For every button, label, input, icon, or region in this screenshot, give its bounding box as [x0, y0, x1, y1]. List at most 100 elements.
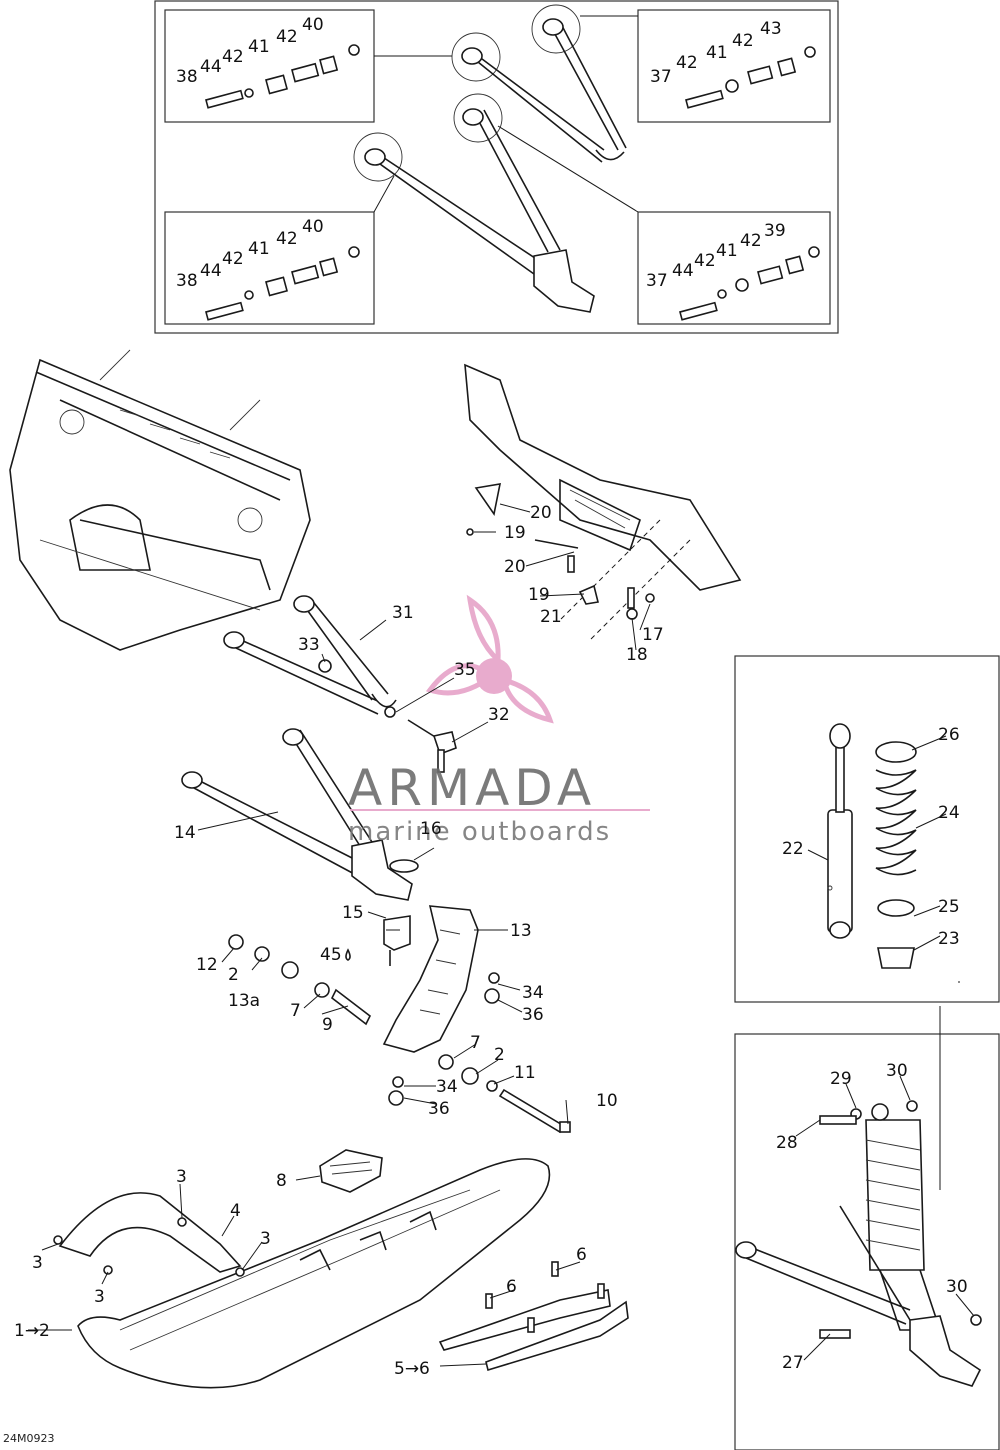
- callout-42: 42: [732, 31, 754, 51]
- shock-absorber: [827, 723, 853, 939]
- callout-6: 6: [506, 1277, 517, 1297]
- lower-a-arm-panel: [353, 93, 595, 313]
- callout-41: 41: [716, 241, 738, 261]
- callout-10: 10: [596, 1091, 618, 1111]
- callout-27: 27: [782, 1353, 804, 1373]
- callout-40: 40: [302, 217, 324, 237]
- callout-26: 26: [938, 725, 960, 745]
- callout-33: 33: [298, 635, 320, 655]
- callout-labels: 38 44 42 41 42 40 37 42 41 42 43 38 44 4…: [14, 15, 968, 1379]
- callout-25: 25: [938, 897, 960, 917]
- callout-18: 18: [626, 645, 648, 665]
- callout-42: 42: [276, 27, 298, 47]
- callout-28: 28: [776, 1133, 798, 1153]
- steering-bracket: [464, 363, 742, 641]
- callout-9: 9: [322, 1015, 333, 1035]
- spindle-hardware: [228, 934, 571, 1134]
- upper-a-arm-panel: [451, 4, 627, 163]
- callout-21: 21: [540, 607, 562, 627]
- callout-42: 42: [276, 229, 298, 249]
- steering-hardware: [466, 483, 655, 620]
- callout-37: 37: [646, 271, 668, 291]
- shock-assembled: [735, 1100, 982, 1387]
- bushing-hardware-row-bottom-right: [679, 246, 820, 321]
- callout-5-to-6: 5→6: [394, 1359, 430, 1379]
- callout-39: 39: [764, 221, 786, 241]
- callout-37: 37: [650, 67, 672, 87]
- shock-detail-panel: [734, 655, 1000, 1450]
- callout-3: 3: [260, 1229, 271, 1249]
- callout-1-to-2: 1→2: [14, 1321, 50, 1341]
- callout-3: 3: [176, 1167, 187, 1187]
- figure-code: 24M0923: [3, 1432, 55, 1445]
- callout-19: 19: [528, 585, 550, 605]
- ski: [77, 1158, 551, 1389]
- callout-38: 38: [176, 271, 198, 291]
- propeller-logo: [425, 594, 554, 724]
- callout-30: 30: [946, 1277, 968, 1297]
- callout-3: 3: [94, 1287, 105, 1307]
- callout-4: 4: [230, 1201, 241, 1221]
- callout-12: 12: [196, 955, 218, 975]
- callout-36: 36: [522, 1005, 544, 1025]
- callout-14: 14: [174, 823, 196, 843]
- callout-8: 8: [276, 1171, 287, 1191]
- ski-stopper: [319, 1149, 383, 1193]
- callout-42: 42: [694, 251, 716, 271]
- callout-17: 17: [642, 625, 664, 645]
- callout-6: 6: [576, 1245, 587, 1265]
- callout-42: 42: [222, 249, 244, 269]
- callout-34: 34: [436, 1077, 458, 1097]
- bushing-hardware-row-bottom-left: [205, 246, 360, 321]
- callout-20: 20: [504, 557, 526, 577]
- callout-22: 22: [782, 839, 804, 859]
- upper-a-arm: [223, 595, 457, 773]
- callout-41: 41: [248, 37, 270, 57]
- callout-19: 19: [504, 523, 526, 543]
- leader-lines: [28, 503, 975, 1367]
- callout-20: 20: [530, 503, 552, 523]
- callout-7: 7: [470, 1033, 481, 1053]
- callout-35: 35: [454, 660, 476, 680]
- chassis-frame: [9, 349, 311, 651]
- callout-42: 42: [740, 231, 762, 251]
- callout-41: 41: [706, 43, 728, 63]
- bushing-hardware-row-top-right: [685, 46, 816, 109]
- ski-handle: [53, 1192, 245, 1277]
- callout-40: 40: [302, 15, 324, 35]
- ski-runners: [438, 1261, 629, 1372]
- callout-7: 7: [290, 1001, 301, 1021]
- callout-38: 38: [176, 67, 198, 87]
- callout-44: 44: [200, 261, 222, 281]
- spindle: [382, 905, 479, 1053]
- callout-23: 23: [938, 929, 960, 949]
- callout-42: 42: [676, 53, 698, 73]
- callout-2: 2: [494, 1045, 505, 1065]
- a-arm-bushing-detail-panel: [154, 0, 839, 334]
- watermark-title: ARMADA: [348, 759, 596, 817]
- callout-32: 32: [488, 705, 510, 725]
- watermark-subtitle: marine outboards: [348, 817, 611, 847]
- callout-29: 29: [830, 1069, 852, 1089]
- callout-15: 15: [342, 903, 364, 923]
- callout-44: 44: [672, 261, 694, 281]
- callout-41: 41: [248, 239, 270, 259]
- callout-3: 3: [32, 1253, 43, 1273]
- lower-a-arm: [181, 728, 419, 901]
- callout-45: 45: [320, 945, 342, 965]
- callout-13a: 13a: [228, 991, 260, 1011]
- callout-36: 36: [428, 1099, 450, 1119]
- callout-34: 34: [522, 983, 544, 1003]
- callout-42: 42: [222, 47, 244, 67]
- callout-16: 16: [420, 819, 442, 839]
- bushing-hardware-row-top-left: [205, 44, 360, 109]
- callout-24: 24: [938, 803, 960, 823]
- shock-spring: [875, 741, 917, 969]
- callout-43: 43: [760, 19, 782, 39]
- callout-13: 13: [510, 921, 532, 941]
- armada-watermark: ARMADA marine outboards: [348, 594, 650, 847]
- callout-44: 44: [200, 57, 222, 77]
- callout-31: 31: [392, 603, 414, 623]
